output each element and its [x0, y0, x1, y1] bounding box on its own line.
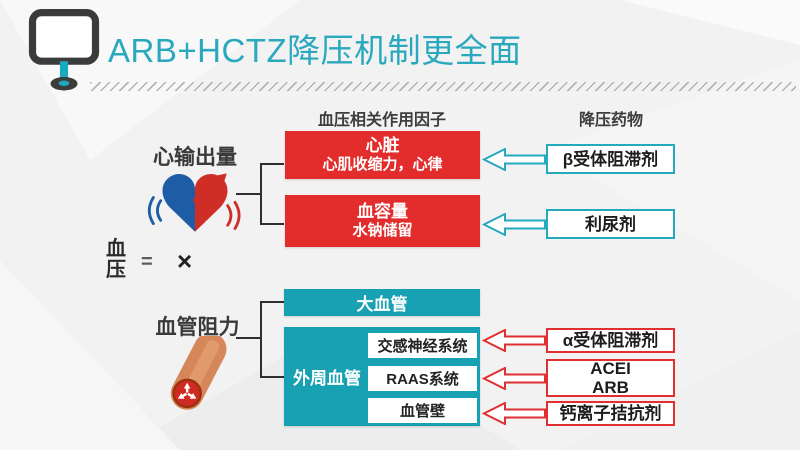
heart-factor-title: 心脏	[365, 136, 400, 155]
page-title: ARB+HCTZ降压机制更全面	[108, 32, 522, 69]
drug-acei-line: ACEI	[590, 359, 631, 378]
vascular-resistance-label: 血管阻力	[155, 316, 240, 339]
equals-sign: =	[141, 251, 153, 273]
drugs-column-header: 降压药物	[578, 112, 643, 129]
drug-box-beta-blocker: β受体阻滞剂	[546, 144, 675, 174]
arrow-alpha-blocker-to-sympathetic-icon	[482, 329, 546, 352]
factor-box-peripheral-vessel: 外周血管 交感神经系统 RAAS系统 血管壁	[284, 327, 480, 426]
drug-box-calcium-antagonist: 钙离子拮抗剂	[546, 401, 675, 426]
heart-factor-detail: 心肌收缩力，心律	[322, 156, 443, 173]
multiply-sign: ×	[177, 246, 193, 276]
peripheral-vessel-label: 外周血管	[293, 369, 361, 388]
monitor-icon	[28, 9, 100, 91]
heart-cardiac-output-icon	[147, 173, 241, 232]
title-divider	[90, 82, 796, 91]
blood-pressure-label: 血 压	[103, 239, 129, 281]
blood-pressure-char-2: 压	[106, 259, 126, 281]
factor-box-large-vessel: 大血管	[284, 289, 480, 316]
blood-vessel-resistance-icon	[170, 336, 227, 410]
blood-pressure-char-1: 血	[106, 238, 126, 260]
arrow-ccb-to-vessel-wall-icon	[482, 402, 546, 425]
volume-factor-detail: 水钠储留	[352, 222, 413, 239]
factor-box-blood-volume: 血容量 水钠储留	[285, 195, 480, 247]
drug-box-diuretic: 利尿剂	[546, 209, 675, 239]
volume-factor-title: 血容量	[357, 202, 408, 221]
arrow-beta-blocker-to-heart-icon	[482, 148, 546, 171]
factors-column-header: 血压相关作用因子	[317, 112, 446, 129]
drug-box-acei-arb: ACEI ARB	[546, 359, 675, 397]
factor-box-heart: 心脏 心肌收缩力，心律	[285, 131, 480, 179]
sub-factor-sympathetic: 交感神经系统	[368, 333, 477, 358]
cardiac-output-label: 心输出量	[153, 146, 237, 169]
drug-box-alpha-blocker: α受体阻滞剂	[546, 328, 675, 353]
drug-arb-line: ARB	[592, 378, 629, 397]
arrow-acei-arb-to-raas-icon	[482, 367, 546, 390]
arrow-diuretic-to-volume-icon	[482, 213, 546, 236]
sub-factor-raas: RAAS系统	[368, 366, 477, 391]
sub-factor-vessel-wall: 血管壁	[368, 398, 477, 423]
